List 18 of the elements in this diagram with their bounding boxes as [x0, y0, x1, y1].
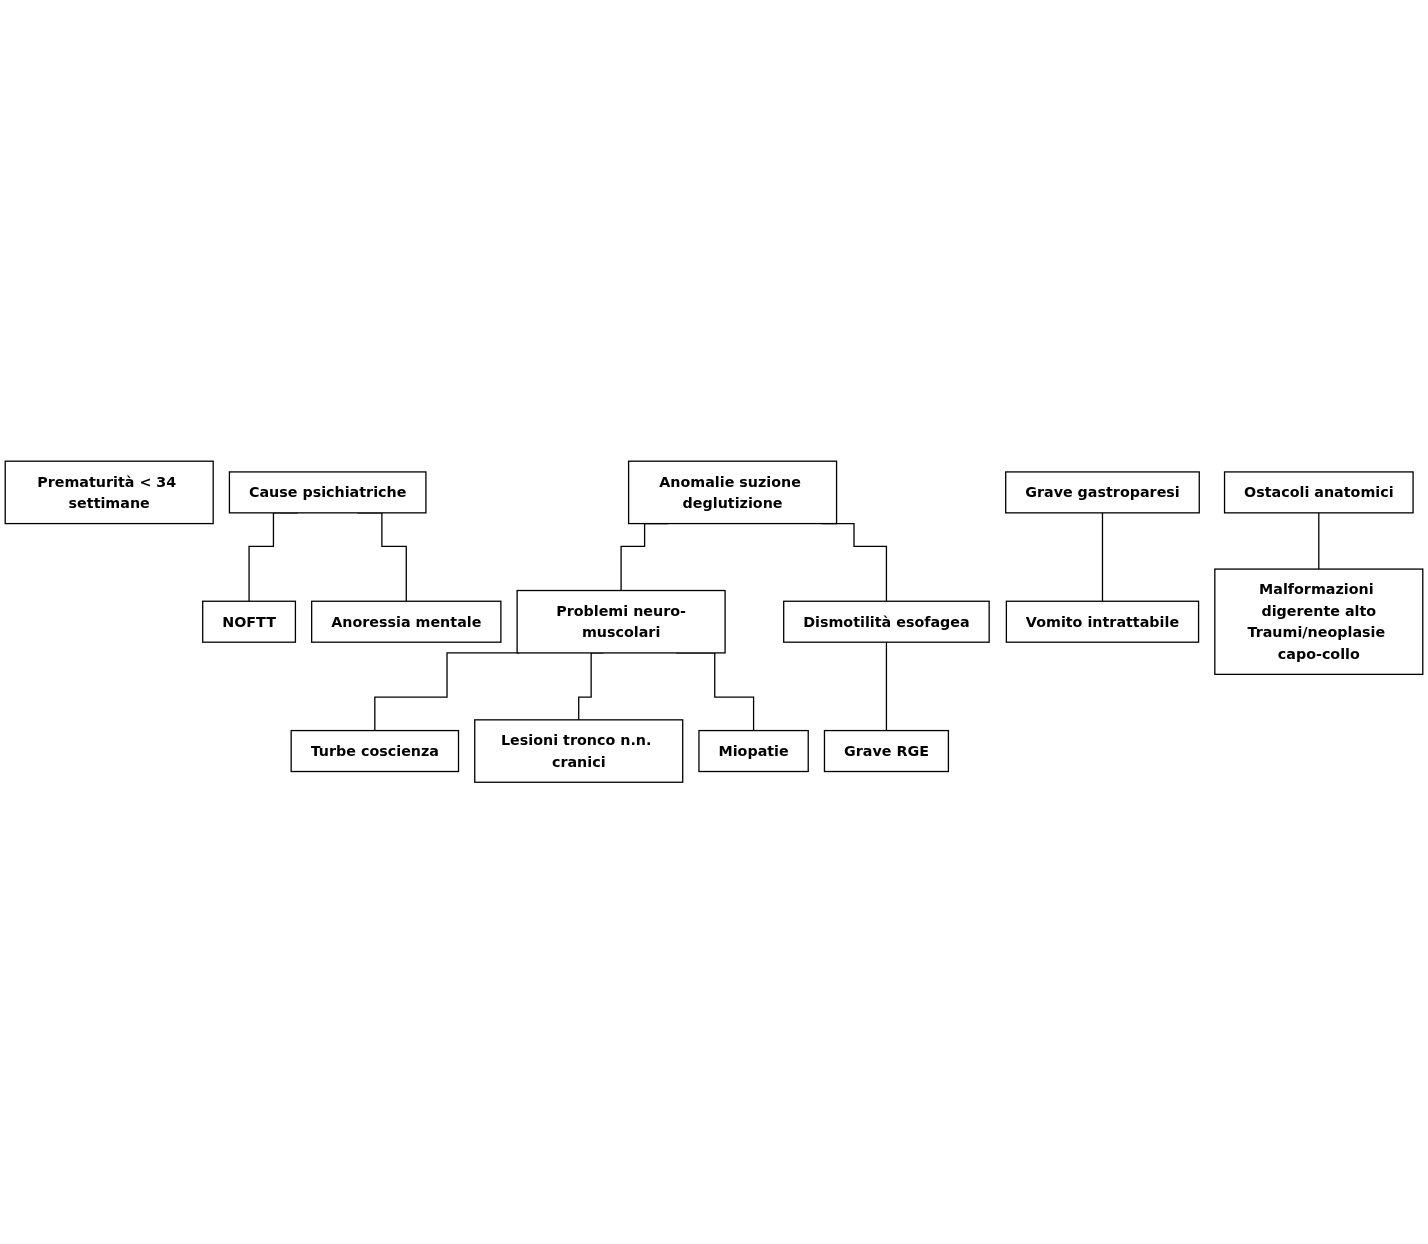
node-box: Ostacoli anatomici: [1223, 471, 1414, 514]
node-box: Vomito intrattabile: [1005, 600, 1200, 644]
node-box: Cause psichiatriche: [228, 471, 427, 514]
node-box: Problemi neuro-muscolari: [516, 590, 726, 654]
node-box: Grave RGE: [823, 730, 950, 773]
node-box: Prematurità < 34 settimane: [4, 460, 214, 525]
node-box: Anoressia mentale: [311, 600, 502, 644]
node-box: Turbe coscienza: [290, 730, 460, 773]
node-box: Malformazioni digerente alto Traumi/neoplasie capo-collo: [1214, 568, 1424, 676]
connector: [1101, 512, 1104, 603]
node-box: Miopatie: [698, 730, 809, 773]
node-box: Lesioni tronco n.n. cranici: [474, 719, 684, 784]
node-box: Dismotilità esofagea: [783, 600, 990, 644]
connector: [1318, 512, 1320, 570]
node-box: Anomalie suzione deglutizione: [627, 460, 838, 525]
node-box: NOFTT: [202, 600, 297, 644]
node-box: Grave gastroparesi: [1005, 471, 1200, 514]
connector: [885, 641, 888, 732]
